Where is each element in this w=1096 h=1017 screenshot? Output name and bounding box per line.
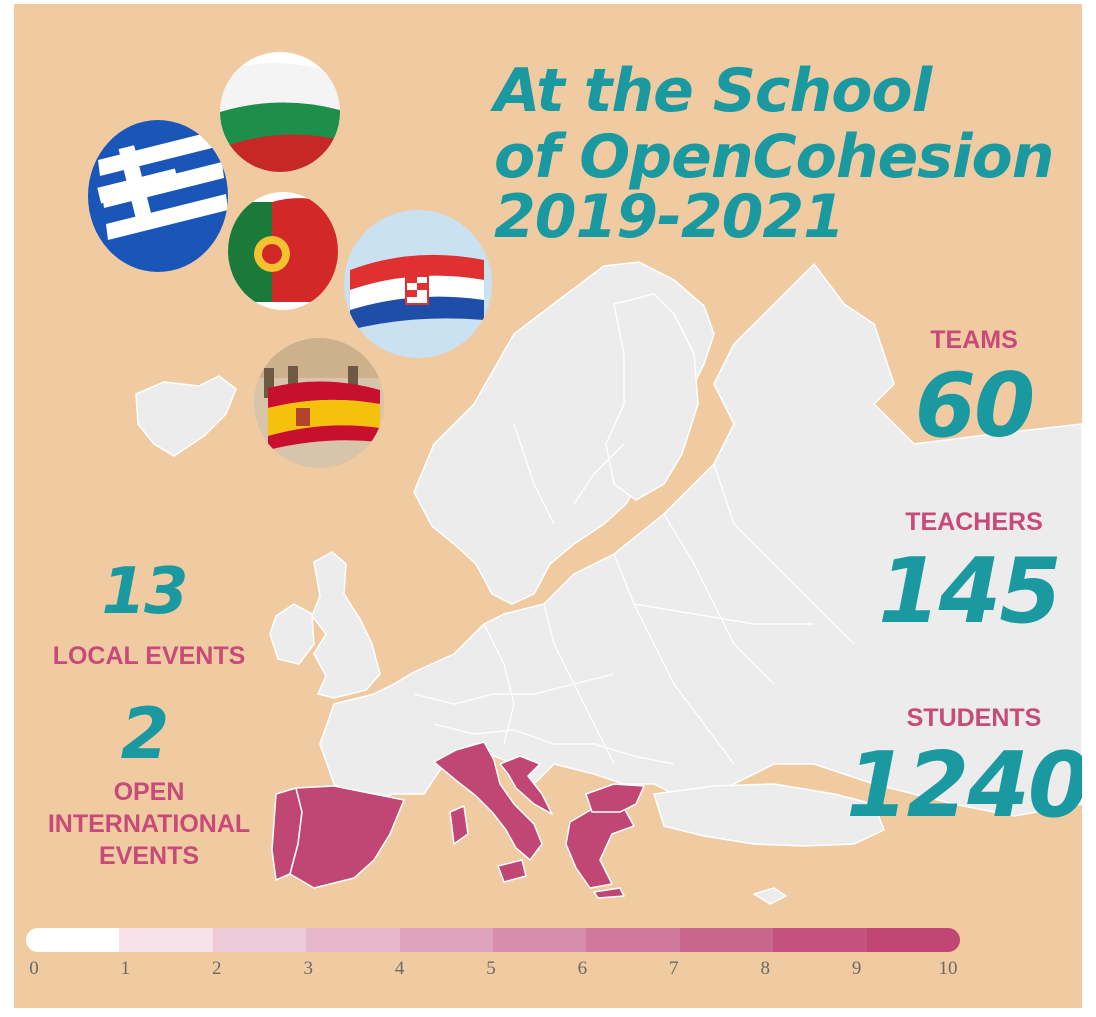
scale-segment [586,928,680,952]
europe-map [135,261,1082,905]
spain [289,785,405,889]
greece-flag-icon [88,120,228,272]
scale-segment [119,928,213,952]
scale-tick-label: 4 [394,958,405,979]
ireland [269,603,315,665]
italy [433,741,543,861]
scale-tick-label: 3 [303,958,313,979]
turkey [653,783,885,847]
international-events-label-3: EVENTS [98,842,200,870]
bulgaria [585,783,645,813]
spain-flag-icon [254,338,384,468]
infographic-card: At the School of OpenCohesion 2019-2021 [14,4,1082,1008]
cyprus [753,887,787,905]
title-line-3: 2019-2021 [494,182,845,252]
croatia-flag-icon [344,210,492,358]
scale-tick-label: 6 [577,958,588,979]
scale-tick-label: 0 [29,958,39,979]
international-events-value: 2 [120,693,170,775]
croatia [499,755,553,815]
scale-tick-label: 5 [486,958,496,979]
title-line-2: of OpenCohesion [494,122,1054,192]
mainland [319,263,1082,817]
scale-segment [212,928,307,952]
finland [605,293,699,501]
sardinia [449,805,469,845]
title-line-1: At the School [494,56,932,126]
color-scale-bar [26,928,960,952]
teams-value: 60 [914,354,1035,457]
international-events-label-1: OPEN [113,778,185,806]
teachers-value: 145 [878,539,1062,644]
scale-tick-label: 2 [212,958,222,979]
scale-segment [26,928,120,952]
students-label: STUDENTS [906,704,1042,732]
scale-segment [679,928,774,952]
sicily [497,859,527,883]
crete [593,887,625,899]
iceland [135,375,237,457]
local-events-label: LOCAL EVENTS [52,642,246,670]
scale-tick-label: 9 [851,958,862,979]
scale-segment [866,928,960,952]
teachers-label: TEACHERS [905,508,1043,536]
scale-tick-label: 1 [120,958,131,979]
teams-label: TEAMS [930,326,1018,354]
greece [565,807,635,889]
portugal-flag-icon [228,192,338,310]
scale-segment [306,928,400,952]
scale-tick-label: 10 [938,958,958,979]
scale-segment [493,928,587,952]
students-value: 1240 [846,733,1082,838]
international-events-label-2: INTERNATIONAL [47,810,251,838]
scale-segment [773,928,867,952]
scale-tick-label: 7 [669,958,679,979]
bulgaria-flag-icon [220,52,340,172]
scale-segment [399,928,494,952]
local-events-value: 13 [101,555,188,629]
scale-tick-label: 8 [760,958,770,979]
great-britain [311,551,381,699]
